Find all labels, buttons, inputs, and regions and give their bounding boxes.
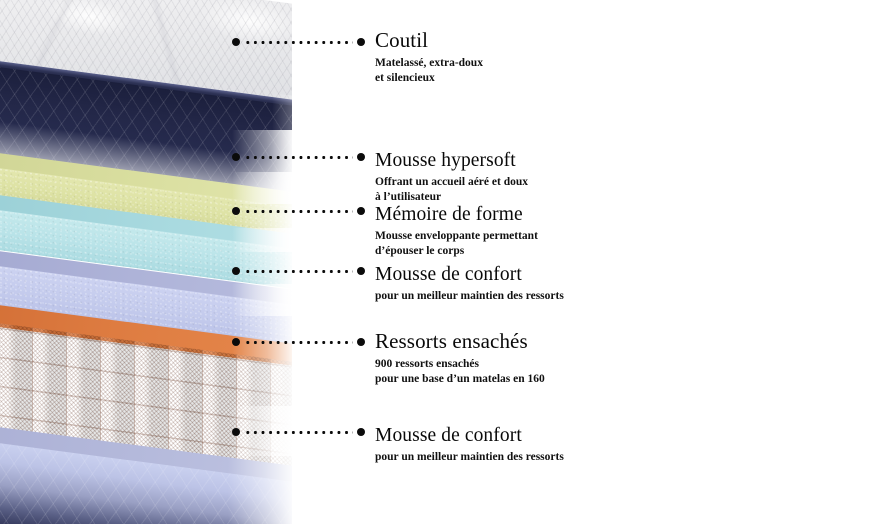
leader-dot-end (357, 428, 365, 436)
callout-subtitle-line-2: d’épouser le corps (375, 244, 465, 257)
base-layer (0, 406, 292, 524)
leader-dot-track (244, 155, 353, 159)
callout-title: Coutil (375, 28, 429, 52)
leader-dot-track (244, 430, 353, 434)
callout-subtitle-line-1: Offrant un accueil aéré et doux (375, 176, 528, 188)
callout-title: Mousse de confort (375, 264, 522, 285)
label-memoire-de-forme: Mémoire de forme Mousse enveloppante per… (375, 204, 538, 258)
callout-subtitle-line-1: Matelassé, extra-doux (375, 57, 483, 69)
callout-subtitle-line-1: 900 ressorts ensachés (375, 358, 479, 370)
label-coutil: Coutil Matelassé, extra-doux et silencie… (375, 28, 483, 85)
label-mousse-de-confort-bas: Mousse de confort pour un meilleur maint… (375, 425, 564, 465)
leader-dot-end (357, 267, 365, 275)
leader-dot-start (232, 267, 240, 275)
callout-title: Mousse hypersoft (375, 150, 516, 171)
label-mousse-de-confort-haut: Mousse de confort pour un meilleur maint… (375, 264, 564, 304)
leader-dot-track (244, 209, 353, 213)
leader-dot-end (357, 38, 365, 46)
leader-dot-track (244, 340, 353, 344)
callout-subtitle-line-1: pour un meilleur maintien des ressorts (375, 290, 564, 302)
base-right-fade (228, 406, 292, 524)
callout-title: Mémoire de forme (375, 204, 523, 225)
leader-dot-start (232, 428, 240, 436)
leader-line-mousse-de-confort-bas (232, 427, 365, 437)
leader-line-coutil (232, 37, 365, 47)
leader-dot-start (232, 207, 240, 215)
callout-title: Ressorts ensachés (375, 329, 528, 353)
callout-title: Mousse de confort (375, 425, 522, 446)
leader-line-ressorts-ensaches (232, 337, 365, 347)
mattress-illustration (0, 0, 292, 524)
leader-line-mousse-de-confort-haut (232, 266, 365, 276)
label-ressorts-ensaches: Ressorts ensachés 900 ressorts ensachés … (375, 329, 545, 386)
callout-subtitle-line-2: à l’utilisateur (375, 190, 442, 203)
leader-dot-end (357, 207, 365, 215)
leader-dot-start (232, 153, 240, 161)
label-mousse-hypersoft: Mousse hypersoft Offrant un accueil aéré… (375, 150, 528, 204)
callout-subtitle-line-2: et silencieux (375, 71, 435, 84)
leader-line-memoire-de-forme (232, 206, 365, 216)
leader-dot-track (244, 40, 353, 44)
leader-dot-end (357, 338, 365, 346)
leader-dot-start (232, 38, 240, 46)
leader-line-mousse-hypersoft (232, 152, 365, 162)
leader-dot-end (357, 153, 365, 161)
callout-subtitle-line-2: pour une base d’un matelas en 160 (375, 372, 545, 385)
callout-subtitle-line-1: Mousse enveloppante permettant (375, 230, 538, 242)
callout-subtitle-line-1: pour un meilleur maintien des ressorts (375, 451, 564, 463)
leader-dot-start (232, 338, 240, 346)
leader-dot-track (244, 269, 353, 273)
